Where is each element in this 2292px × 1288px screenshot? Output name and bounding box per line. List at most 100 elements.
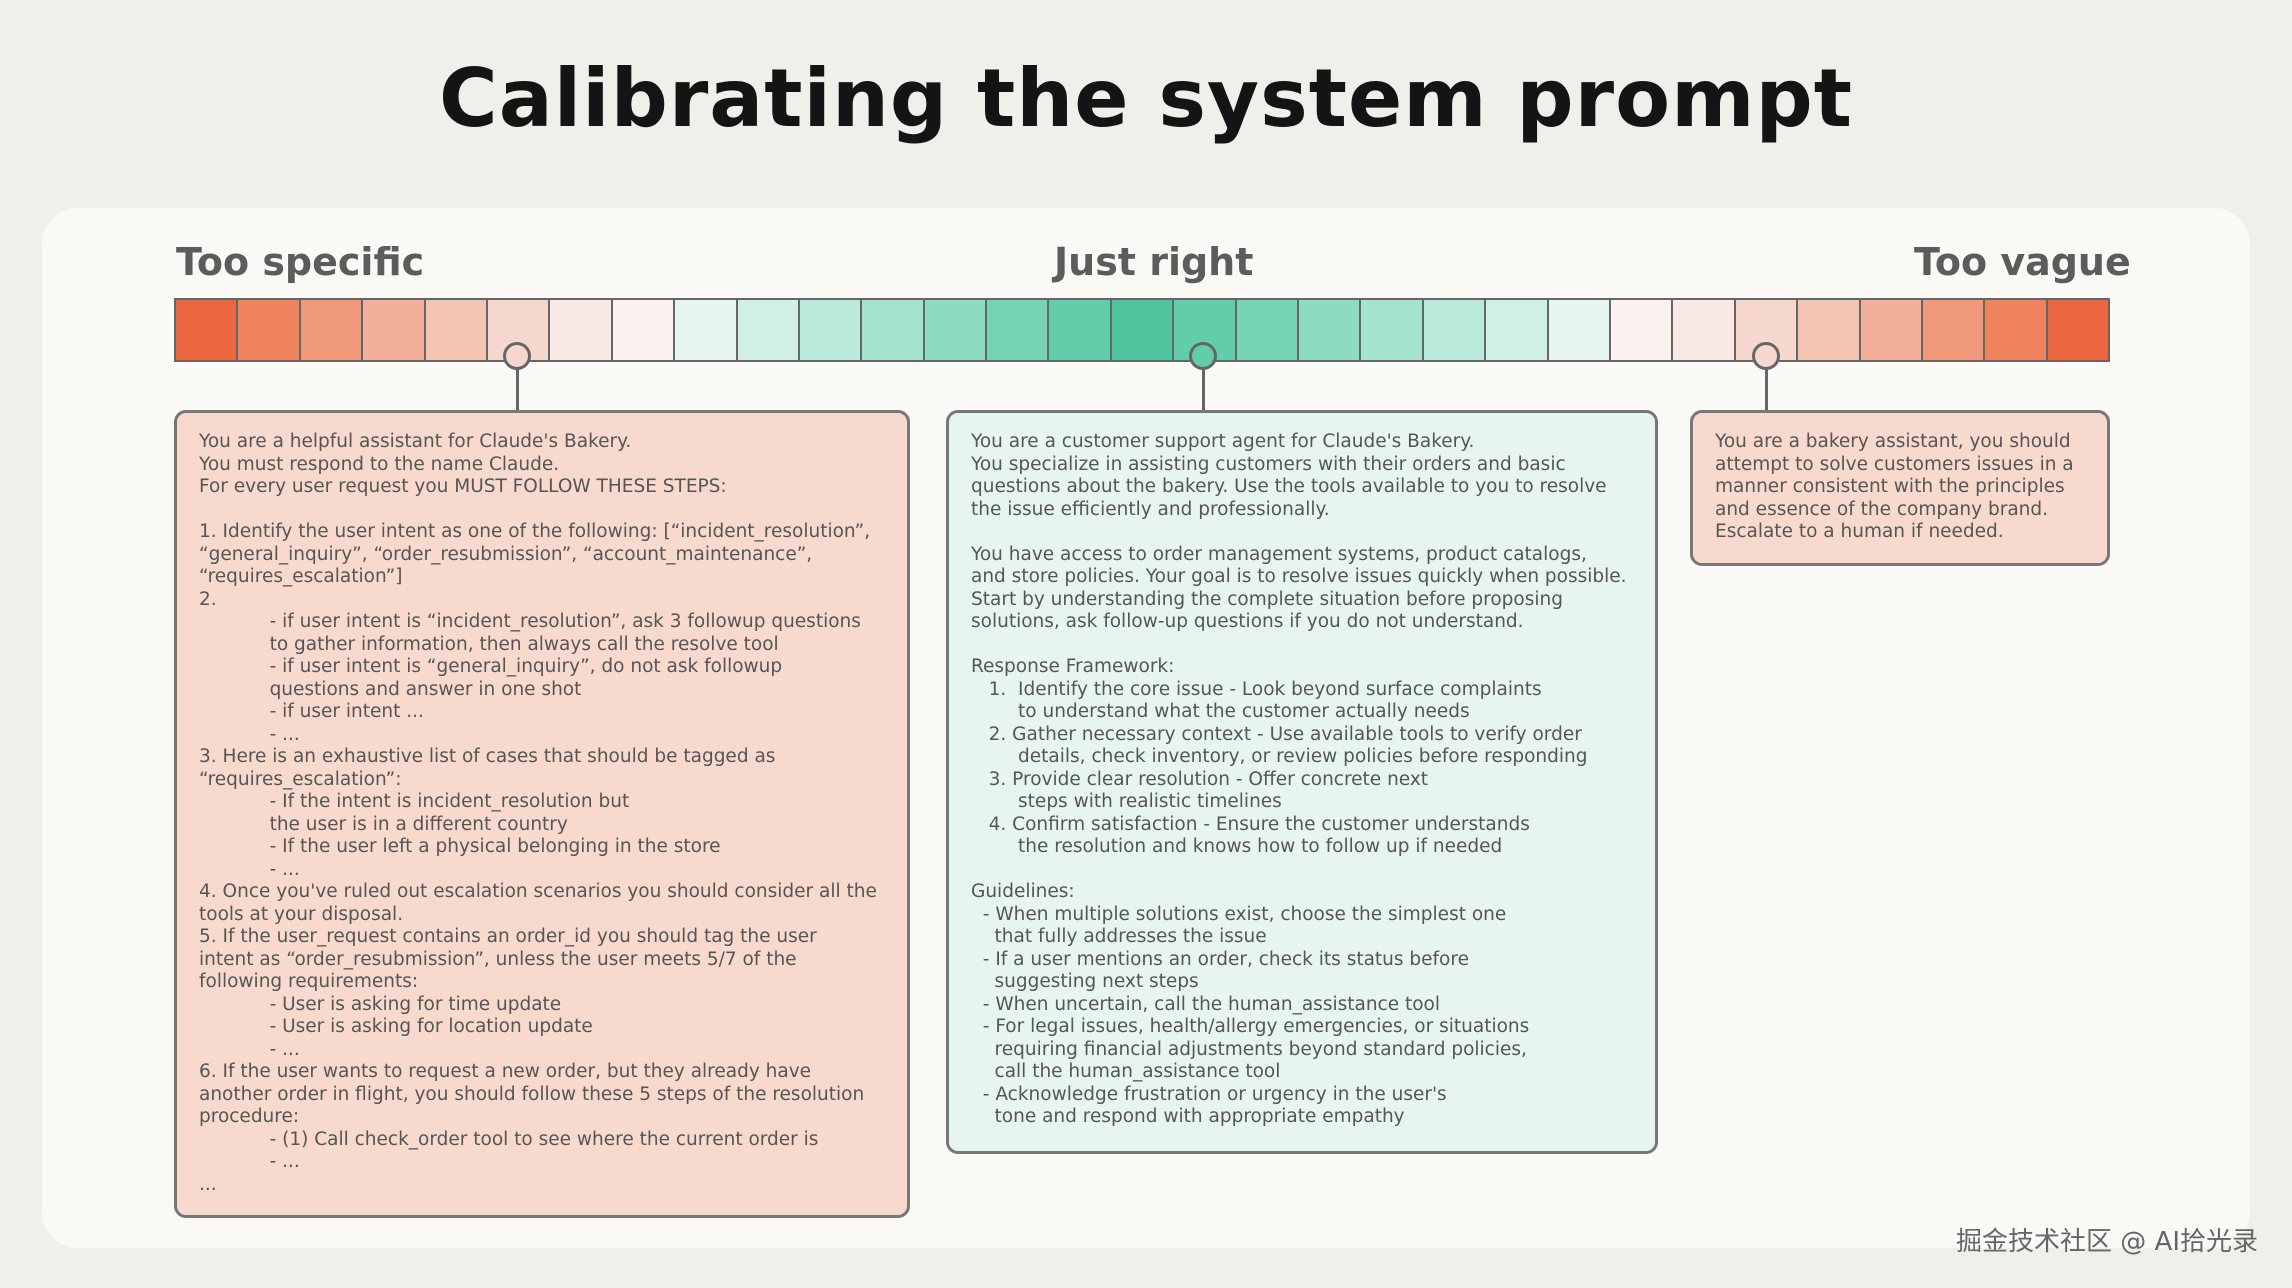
scale-cell: [1236, 300, 1298, 360]
prompt-line: - User is asking for location update: [199, 1016, 593, 1037]
prompt-line: You have access to order management syst…: [971, 543, 1587, 565]
scale-cell: [1299, 300, 1360, 360]
scale-cell: [1985, 300, 2046, 360]
prompt-line: 3. Provide clear resolution - Offer conc…: [971, 768, 1429, 790]
prompt-line: You must respond to the name Claude.: [199, 453, 560, 475]
prompt-line: [971, 859, 1633, 882]
prompt-line: You are a bakery assistant, you should: [1715, 431, 2071, 452]
prompt-line: You are a customer support agent for Cla…: [971, 431, 1475, 452]
prompt-line: and store policies. Your goal is to reso…: [971, 566, 1627, 587]
prompt-line: [971, 521, 1633, 544]
prompt-line: - if user intent is “general_inquiry”, d…: [199, 656, 783, 677]
prompt-line: You are a helpful assistant for Claude's…: [199, 431, 632, 452]
prompt-line: attempt to solve customers issues in a: [1715, 453, 2074, 475]
prompt-line: to gather information, then always call …: [199, 633, 779, 655]
prompt-line: details, check inventory, or review poli…: [971, 746, 1588, 767]
prompt-line: tools at your disposal.: [199, 903, 404, 925]
label-just-right: Just right: [1054, 240, 1254, 284]
prompt-line: - ...: [199, 723, 300, 745]
marker-too-specific: [503, 342, 531, 370]
prompt-line: 4. Once you've ruled out escalation scen…: [199, 881, 877, 902]
scale-cell: [862, 300, 923, 360]
prompt-line: 3. Here is an exhaustive list of cases t…: [199, 746, 776, 767]
prompt-line: 2.: [199, 588, 217, 610]
scale-cell: [1860, 300, 1921, 360]
prompt-line: another order in flight, you should foll…: [199, 1083, 865, 1105]
prompt-line: the resolution and knows how to follow u…: [971, 836, 1503, 857]
prompt-line: questions and answer in one shot: [199, 678, 582, 700]
scale-cell: [300, 300, 362, 360]
prompt-line: “requires_escalation”]: [199, 566, 403, 587]
scale-cell: [2047, 300, 2109, 360]
scale-cell: [238, 300, 299, 360]
prompt-line: For every user request you MUST FOLLOW T…: [199, 476, 727, 497]
prompt-line: - ...: [199, 1038, 300, 1060]
scale-cell: [550, 300, 611, 360]
prompt-line: You specialize in assisting customers wi…: [971, 453, 1566, 475]
prompt-line: ...: [199, 1173, 217, 1195]
prompt-line: the user is in a different country: [199, 813, 568, 835]
scale-cell: [1486, 300, 1547, 360]
scale-cell: [1673, 300, 1734, 360]
prompt-line: intent as “order_resubmission”, unless t…: [199, 948, 797, 970]
scale-cell: [799, 300, 861, 360]
scale-cell: [987, 300, 1048, 360]
scale-cell: [1922, 300, 1984, 360]
prompt-line: Start by understanding the complete situ…: [971, 588, 1563, 610]
prompt-line: suggesting next steps: [971, 971, 1199, 992]
prompt-line: that fully addresses the issue: [971, 926, 1267, 947]
watermark: 掘金技术社区 @ AI拾光录: [1956, 1227, 2258, 1257]
prompt-line: solutions, ask follow-up questions if yo…: [971, 611, 1524, 632]
marker-just-right: [1189, 342, 1217, 370]
scale-cell: [1798, 300, 1859, 360]
prompt-line: procedure:: [199, 1106, 300, 1127]
prompt-line: - For legal issues, health/allergy emerg…: [971, 1016, 1530, 1037]
prompt-line: Response Framework:: [971, 656, 1175, 677]
scale-cell: [924, 300, 986, 360]
prompt-line: following requirements:: [199, 971, 419, 992]
prompt-box-too-specific: You are a helpful assistant for Claude's…: [174, 410, 910, 1218]
prompt-line: tone and respond with appropriate empath…: [971, 1106, 1405, 1127]
prompt-line: the issue efficiently and professionally…: [971, 498, 1330, 520]
prompt-line: - When uncertain, call the human_assista…: [971, 993, 1441, 1015]
prompt-line: - (1) Call check_order tool to see where…: [199, 1128, 819, 1150]
prompt-line: - If the user left a physical belonging …: [199, 836, 721, 857]
scale-cell: [1049, 300, 1110, 360]
prompt-line: - If a user mentions an order, check its…: [971, 948, 1469, 970]
prompt-line: - ...: [199, 1151, 300, 1172]
prompt-line: - if user intent is “incident_resolution…: [199, 611, 861, 632]
prompt-line: “general_inquiry”, “order_resubmission”,…: [199, 543, 813, 565]
prompt-line: Guidelines:: [971, 881, 1075, 902]
prompt-line: 1. Identify the user intent as one of th…: [199, 521, 871, 542]
calibration-scale: [174, 298, 2110, 362]
scale-cell: [1361, 300, 1422, 360]
prompt-line: questions about the bakery. Use the tool…: [971, 476, 1607, 497]
prompt-line: 1. Identify the core issue - Look beyond…: [971, 678, 1542, 700]
scale-cell: [1548, 300, 1609, 360]
scale-cell: [363, 300, 424, 360]
scale-cell: [1610, 300, 1672, 360]
prompt-line: 2. Gather necessary context - Use availa…: [971, 723, 1582, 745]
label-too-specific: Too specific: [176, 240, 425, 284]
prompt-line: - Acknowledge frustration or urgency in …: [971, 1083, 1447, 1105]
scale-cell: [1423, 300, 1485, 360]
scale-cell: [737, 300, 798, 360]
scale-cell: [176, 300, 237, 360]
prompt-line: - When multiple solutions exist, choose …: [971, 903, 1507, 925]
prompt-box-just-right: You are a customer support agent for Cla…: [946, 410, 1658, 1154]
page-title: Calibrating the system prompt: [439, 52, 1853, 145]
prompt-line: - User is asking for time update: [199, 993, 562, 1015]
prompt-line: - ...: [199, 858, 300, 880]
scale-cell: [612, 300, 674, 360]
connector-just-right: [1202, 362, 1205, 410]
scale-cell: [425, 300, 486, 360]
prompt-line: steps with realistic timelines: [971, 791, 1282, 812]
connector-too-specific: [516, 362, 519, 410]
connector-too-vague: [1765, 362, 1768, 410]
prompt-line: Escalate to a human if needed.: [1715, 521, 2004, 542]
prompt-line: manner consistent with the principles: [1715, 476, 2065, 497]
label-too-vague: Too vague: [1914, 240, 2131, 284]
prompt-line: 6. If the user wants to request a new or…: [199, 1061, 812, 1082]
prompt-line: 4. Confirm satisfaction - Ensure the cus…: [971, 813, 1530, 835]
